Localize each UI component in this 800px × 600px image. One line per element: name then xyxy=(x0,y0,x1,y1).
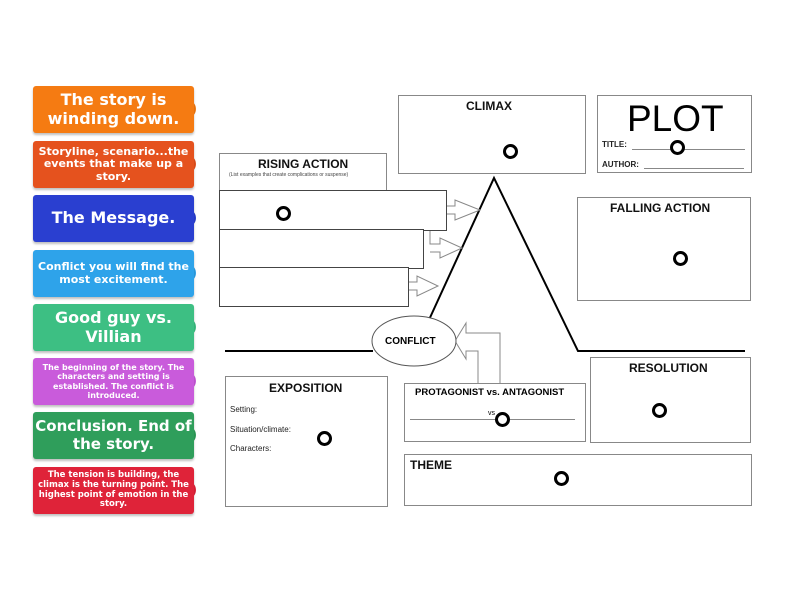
title-label: TITLE: xyxy=(602,140,627,149)
drop-target-climax[interactable] xyxy=(503,144,518,159)
exposition-box xyxy=(225,376,388,507)
resolution-box xyxy=(590,357,751,443)
plot-triangle xyxy=(427,175,745,352)
falling-action-box xyxy=(577,197,751,301)
drop-target-falling-action[interactable] xyxy=(673,251,688,266)
title-line xyxy=(632,149,745,150)
drop-target-theme[interactable] xyxy=(554,471,569,486)
exposition-label: EXPOSITION xyxy=(269,381,343,395)
answer-tile[interactable]: Storyline, scenario...the events that ma… xyxy=(33,141,194,188)
drop-target-exposition[interactable] xyxy=(317,431,332,446)
plot-title-box xyxy=(597,95,752,173)
setting-label: Setting: xyxy=(230,405,258,414)
answer-tile[interactable]: The story is winding down. xyxy=(33,86,194,133)
characters-label: Characters: xyxy=(230,444,272,453)
conflict-ellipse xyxy=(371,315,457,367)
answer-tile[interactable]: The tension is building, the climax is t… xyxy=(33,467,194,514)
rising-action-row-1 xyxy=(219,190,447,231)
author-line xyxy=(644,168,744,169)
answer-tile[interactable]: Conflict you will find the most exciteme… xyxy=(33,250,194,297)
rising-action-row-2 xyxy=(219,229,424,269)
answer-tile[interactable]: The beginning of the story. The characte… xyxy=(33,358,194,405)
conflict-label: CONFLICT xyxy=(385,336,436,347)
answer-tile[interactable]: Conclusion. End of the story. xyxy=(33,412,194,459)
rising-action-row-3 xyxy=(219,267,409,307)
protagonist-box xyxy=(404,383,586,442)
answer-tile[interactable]: The Message. xyxy=(33,195,194,242)
drop-target-rising-action[interactable] xyxy=(276,206,291,221)
climax-box xyxy=(398,95,586,174)
drop-target-resolution[interactable] xyxy=(652,403,667,418)
drop-target-protagonist[interactable] xyxy=(495,412,510,427)
vs-label: vs xyxy=(488,410,495,417)
rising-action-note: (List examples that create complications… xyxy=(229,172,349,178)
climax-label: CLIMAX xyxy=(466,99,512,113)
author-label: AUTHOR: xyxy=(602,160,639,169)
rising-action-label: RISING ACTION xyxy=(258,157,349,171)
falling-action-label: FALLING ACTION xyxy=(610,201,711,215)
situation-label: Situation/climate: xyxy=(230,425,291,434)
drop-target-title[interactable] xyxy=(670,140,685,155)
protagonist-line xyxy=(410,419,575,420)
theme-label: THEME xyxy=(410,458,452,472)
theme-box xyxy=(404,454,752,506)
answer-tile[interactable]: Good guy vs. Villian xyxy=(33,304,194,351)
protagonist-label: PROTAGONIST vs. ANTAGONIST xyxy=(415,387,565,398)
resolution-label: RESOLUTION xyxy=(629,361,708,375)
plot-heading: PLOT xyxy=(627,98,724,139)
